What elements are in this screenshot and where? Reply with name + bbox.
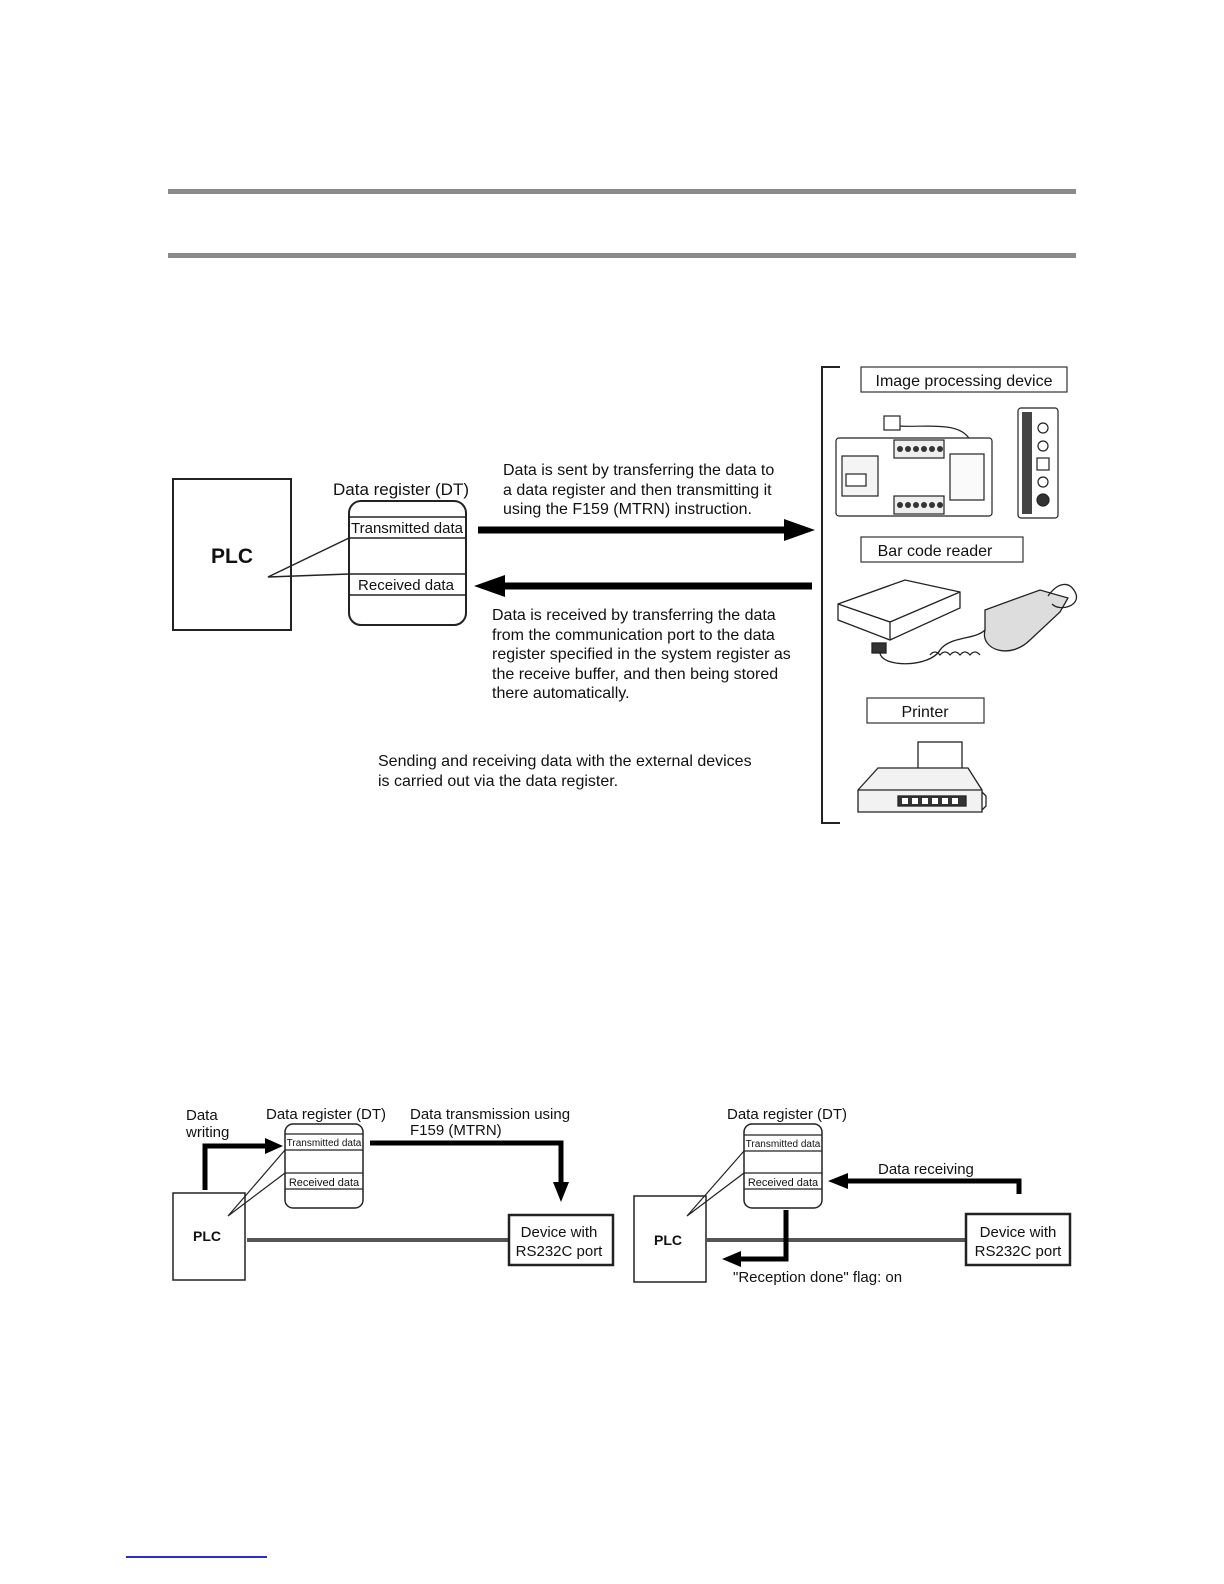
data-receiving-arrow — [845, 1178, 1022, 1194]
device-label-box-barcode — [860, 536, 1024, 563]
right-device-box — [964, 1212, 1072, 1267]
data-writing-arrow — [202, 1143, 268, 1190]
printer-icon — [857, 741, 987, 813]
summary-text-2: is carried out via the data register. — [378, 773, 618, 790]
right-device-label-1: Device with — [980, 1224, 1057, 1241]
right-received-label: Received data — [748, 1177, 819, 1189]
devices-bracket — [821, 366, 840, 824]
reception-done-label: "Reception done" flag: on — [733, 1269, 902, 1286]
image-processing-device-icon — [835, 407, 1059, 519]
right-register-box — [743, 1123, 823, 1209]
device-label-box-image — [860, 366, 1068, 393]
left-plc-label: PLC — [193, 1228, 221, 1244]
diagram-2-right: Data register (DT) Transmitted data Rece… — [633, 1106, 1072, 1286]
register-callout — [267, 537, 350, 578]
right-device-label-2: RS232C port — [975, 1243, 1063, 1260]
left-register-title: Data register (DT) — [266, 1106, 386, 1123]
data-writing-label-2: writing — [185, 1124, 229, 1141]
bar-code-reader-icon — [837, 579, 1078, 665]
transmission-arrow — [370, 1140, 564, 1186]
footer-link-underline[interactable] — [126, 1556, 267, 1558]
plc-box — [172, 478, 292, 631]
send-text-3: using the F159 (MTRN) instruction. — [503, 501, 752, 518]
receive-text-2: from the communication port to the data — [492, 627, 775, 644]
send-text-1: Data is sent by transferring the data to — [503, 462, 774, 479]
right-register-title: Data register (DT) — [727, 1106, 847, 1123]
left-device-box — [507, 1213, 615, 1267]
left-register-box — [284, 1123, 364, 1209]
plc-label: PLC — [211, 545, 253, 568]
device-label-box-printer — [866, 697, 985, 724]
left-plc-box — [172, 1192, 246, 1281]
header-rule-bottom — [168, 253, 1076, 258]
receive-text-4: the receive buffer, and then being store… — [492, 666, 778, 683]
left-device-label-2: RS232C port — [516, 1243, 604, 1260]
receive-text-3: register specified in the system registe… — [492, 646, 791, 663]
transmitted-data-label: Transmitted data — [351, 520, 464, 537]
register-box — [348, 500, 467, 626]
device-label-printer: Printer — [901, 704, 949, 721]
device-label-image: Image processing device — [876, 373, 1053, 390]
left-transmitted-label: Transmitted data — [287, 1138, 362, 1149]
received-data-label: Received data — [358, 577, 455, 594]
left-device-label-1: Device with — [521, 1224, 598, 1241]
device-label-barcode: Bar code reader — [878, 543, 993, 560]
reception-done-arrow — [738, 1210, 789, 1262]
data-writing-label-1: Data — [186, 1107, 218, 1124]
receive-text-1: Data is received by transferring the dat… — [492, 607, 776, 624]
left-received-label: Received data — [289, 1177, 360, 1189]
left-register-callout — [227, 1149, 286, 1217]
summary-text-1: Sending and receiving data with the exte… — [378, 753, 752, 770]
header-rule-top — [168, 189, 1076, 194]
right-plc-label: PLC — [654, 1232, 682, 1248]
right-register-callout — [686, 1150, 745, 1217]
register-title: Data register (DT) — [333, 480, 469, 499]
send-text-2: a data register and then transmitting it — [503, 482, 772, 499]
receive-text-5: there automatically. — [492, 685, 630, 702]
transmission-label-2: F159 (MTRN) — [410, 1122, 502, 1139]
transmission-label-1: Data transmission using — [410, 1106, 570, 1123]
data-receiving-label: Data receiving — [878, 1161, 974, 1178]
diagram-1: PLC Data register (DT) Transmitted data … — [172, 366, 1078, 824]
diagram-2-left: Data writing Data register (DT) Data tra… — [172, 1106, 615, 1281]
right-transmitted-label: Transmitted data — [746, 1139, 821, 1150]
